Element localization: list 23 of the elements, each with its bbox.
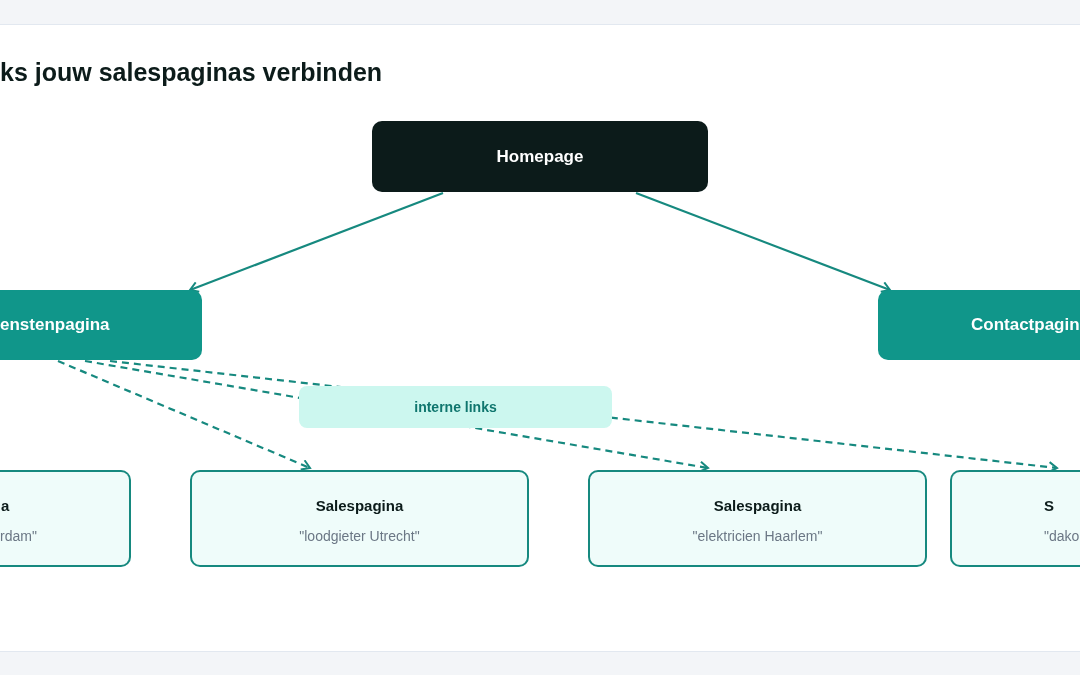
arrow (189, 191, 444, 293)
sales-page-box (0, 470, 131, 567)
page-title: a (1, 496, 11, 516)
edge-label: interne links (299, 386, 612, 428)
page-keyword: "elektricien Haarlem" (691, 527, 824, 546)
diagram-title: ks jouw salespaginas verbinden (0, 58, 383, 87)
sales-page-box (190, 470, 529, 567)
page-keyword: "dako (1044, 527, 1080, 546)
page-title: enstenpagina (0, 314, 111, 336)
page-box (878, 290, 1080, 360)
arrow (635, 191, 891, 293)
page-keyword: rdam" (0, 527, 38, 546)
page-title: Homepage (495, 146, 585, 168)
page-title: Salespagina (314, 496, 405, 516)
sales-page-box (950, 470, 1080, 567)
dashed-arrow (57, 360, 311, 471)
page-title: Contactpagin (971, 314, 1080, 336)
page-box (0, 290, 202, 360)
sales-page-box (588, 470, 927, 567)
page-keyword: "loodgieter Utrecht" (298, 527, 421, 546)
page-title: S (1044, 496, 1055, 516)
page-title: Salespagina (712, 496, 803, 516)
page-box (372, 121, 708, 192)
